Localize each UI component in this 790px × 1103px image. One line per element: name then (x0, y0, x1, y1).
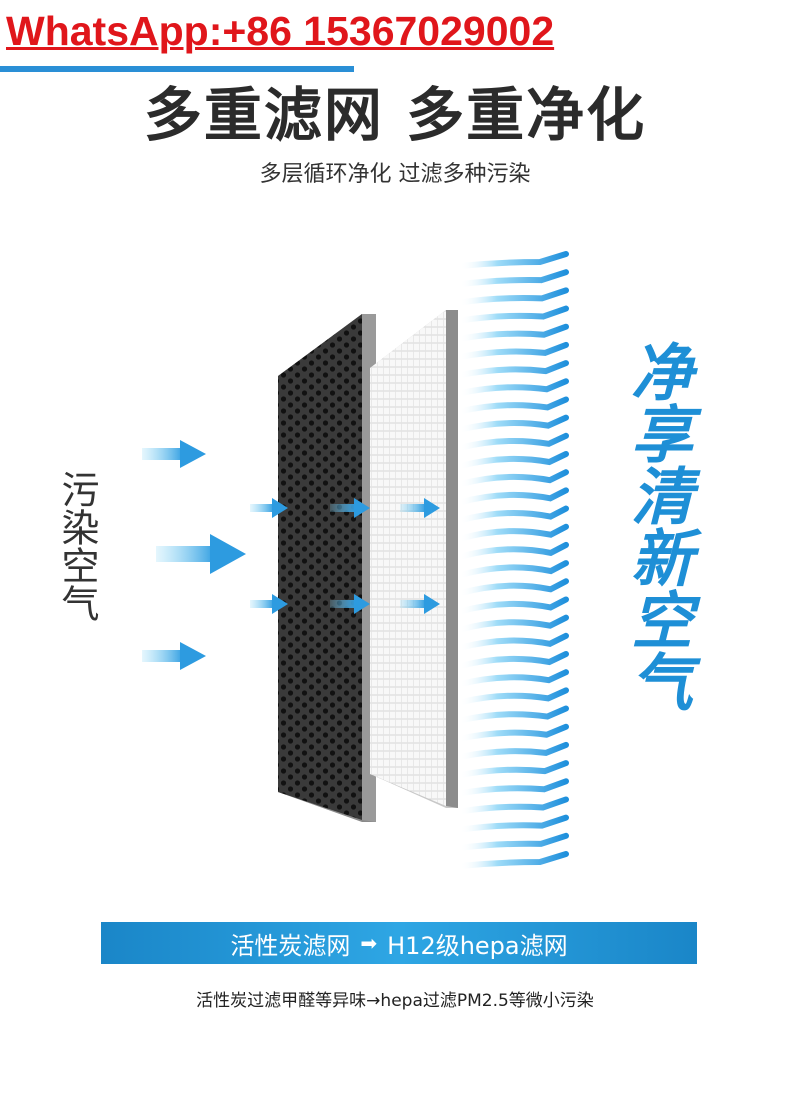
dirty-air-arrows (142, 440, 440, 670)
airflow-wave-icon (457, 760, 569, 779)
airflow-wave-icon (457, 705, 569, 724)
airflow-wave-icon (457, 741, 569, 760)
airflow-wave-icon (457, 287, 569, 306)
arrow-right-icon (250, 498, 288, 518)
arrow-right-icon (156, 534, 246, 574)
headline: 多重滤网 多重净化 (143, 81, 647, 149)
airflow-wave-icon (457, 451, 569, 469)
airflow-wave-icon (457, 523, 569, 542)
airflow-wave-icon (457, 632, 569, 651)
airflow-wave-icon (457, 778, 569, 797)
airflow-waves (457, 251, 569, 869)
airflow-wave-icon (457, 323, 569, 342)
airflow-wave-icon (457, 251, 569, 269)
arrow-right-icon (330, 498, 370, 518)
arrow-right-icon (142, 642, 206, 670)
fresh-air-label: 净享清新空气 (620, 340, 693, 712)
airflow-wave-icon (457, 796, 569, 815)
filter-description: 活性炭过滤甲醛等异味→hepa过滤PM2.5等微小污染 (196, 991, 594, 1011)
arrow-right-icon (400, 498, 440, 518)
airflow-wave-icon (457, 560, 569, 579)
airflow-wave-icon (457, 832, 569, 851)
airflow-wave-icon (457, 487, 569, 506)
airflow-wave-icon (457, 669, 569, 688)
airflow-wave-icon (457, 687, 569, 706)
airflow-wave-icon (457, 723, 569, 742)
arrow-right-icon (250, 594, 288, 614)
airflow-wave-icon (457, 505, 569, 524)
filter-sequence-banner: 活性炭滤网 ➡ H12级hepa滤网 (101, 922, 697, 964)
banner-hepa-label: H12级hepa滤网 (387, 931, 568, 960)
airflow-wave-icon (457, 341, 569, 360)
airflow-wave-icon (457, 851, 569, 869)
whatsapp-contact[interactable]: WhatsApp:+86 15367029002 (6, 8, 555, 54)
subheadline: 多层循环净化 过滤多种污染 (259, 162, 531, 187)
airflow-wave-icon (457, 432, 569, 451)
arrow-right-icon: ➡ (360, 931, 378, 955)
arrow-right-icon (330, 594, 370, 614)
contact-underline-bar (0, 66, 354, 72)
airflow-wave-icon (457, 614, 569, 633)
banner-carbon-label: 活性炭滤网 (230, 931, 351, 960)
airflow-wave-icon (457, 541, 569, 560)
airflow-wave-icon (457, 396, 569, 415)
filter-diagram (142, 251, 569, 869)
airflow-wave-icon (457, 378, 569, 397)
arrow-right-icon (400, 594, 440, 614)
airflow-wave-icon (457, 269, 569, 288)
carbon-filter-panel (278, 314, 376, 822)
airflow-wave-icon (457, 414, 569, 433)
arrow-right-icon (142, 440, 206, 468)
airflow-wave-icon (457, 578, 569, 597)
airflow-wave-icon (457, 360, 569, 379)
dirty-air-label: 污染空气 (55, 470, 99, 622)
airflow-wave-icon (457, 814, 569, 833)
airflow-wave-icon (457, 651, 569, 669)
airflow-wave-icon (457, 596, 569, 615)
airflow-wave-icon (457, 305, 569, 324)
airflow-wave-icon (457, 469, 569, 488)
hepa-filter-panel (370, 310, 458, 808)
